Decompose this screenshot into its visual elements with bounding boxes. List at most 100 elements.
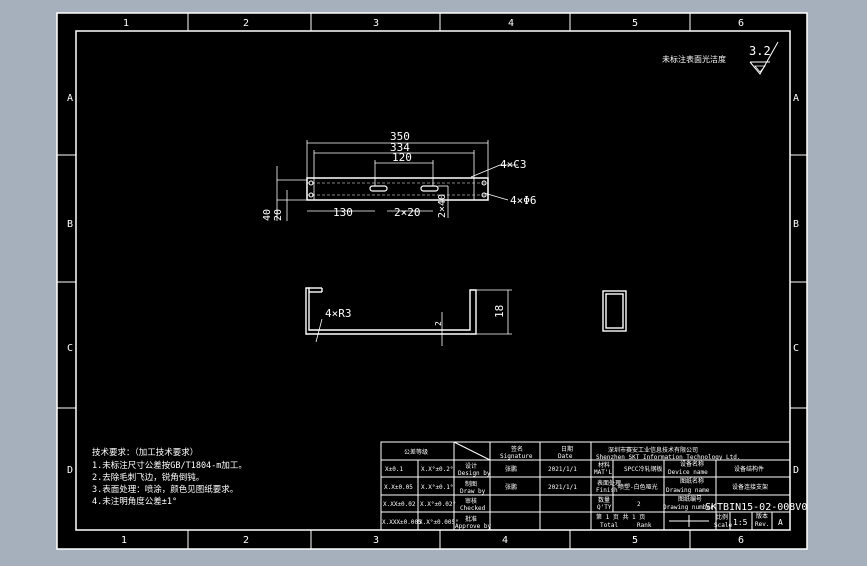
rev-value: A	[778, 518, 783, 527]
date-cn: 日期	[561, 445, 573, 453]
material-value: SPCC冷轧钢板	[624, 465, 662, 473]
front-view: 4×R3 18 2	[305, 287, 512, 346]
roughness-value: 3.2	[749, 44, 771, 58]
design-date: 2021/1/1	[548, 466, 577, 473]
rev-label: Rev.	[755, 521, 769, 528]
finish-value: 喷塑-白色哑光	[618, 483, 658, 491]
outer-border	[56, 12, 808, 550]
tech-note: 3.表面处理：喷涂，颜色见图纸要求。	[92, 484, 238, 495]
top-view: 350 334 120 130 2×20 4×C3 4×Φ6 40 20 2×4…	[262, 130, 537, 221]
rank-label: Rank	[637, 522, 652, 529]
tech-note: 2.去除毛刺飞边，锐角倒钝。	[92, 472, 204, 483]
qty-cn: 数量	[598, 496, 610, 504]
col-label-top: 4	[508, 18, 514, 29]
col-label-top: 5	[632, 18, 638, 29]
dim-120: 120	[392, 151, 412, 164]
tol-row-b: X.X°±0.02°	[420, 501, 456, 508]
dim-18: 18	[493, 305, 506, 318]
company-cn: 深圳市赛安工业信息技术有限公司	[608, 446, 698, 454]
row-label-left: A	[67, 93, 73, 104]
material-en: MAT'L	[594, 469, 612, 476]
dim-334: 334	[390, 141, 410, 154]
row-label-right: D	[793, 465, 799, 476]
technical-notes: 技术要求：（加工技术要求） 1.未标注尺寸公差按GB/T1804-m加工。 2.…	[92, 447, 247, 507]
role-cn: 审核	[465, 497, 477, 505]
col-label-top: 6	[738, 18, 744, 29]
device-cn: 设备名称	[680, 460, 704, 468]
tolerance-header: 公差等级	[404, 448, 428, 456]
tol-row-b: X.X°±0.1°	[421, 484, 454, 491]
tol-row-a: X.XX±0.02	[383, 501, 416, 508]
col-label-bottom: 5	[632, 535, 638, 546]
drawing-no-cn: 图纸编号	[678, 495, 702, 503]
draw-date: 2021/1/1	[548, 484, 577, 491]
tol-row-b: X.X°±0.2°	[421, 466, 454, 473]
drawing-value: 设备连接支架	[732, 483, 768, 491]
row-label-right: C	[793, 343, 799, 354]
tol-row-a: X±0.1	[385, 466, 403, 473]
total-label: Total	[600, 522, 618, 529]
tech-note: 4.未注明角度公差±1°	[92, 496, 177, 507]
dim-40: 40	[262, 209, 273, 221]
scale-cn: 比例	[716, 513, 728, 521]
signature-cn: 签名	[511, 445, 523, 453]
rev-cn: 版本	[756, 512, 768, 520]
date-label: Date	[558, 453, 573, 460]
role-cn: 批准	[465, 515, 477, 523]
role-label: Checked	[460, 505, 486, 512]
dim-bend-radius: 4×R3	[325, 307, 352, 320]
col-label-bottom: 4	[502, 535, 508, 546]
surface-note: 未标注表面光洁度	[662, 54, 726, 64]
company-en: Shenzhen SKT Information Technology Ltd.	[596, 454, 741, 461]
scale-value: 1:5	[733, 518, 748, 527]
designer-name: 张鹏	[505, 465, 517, 473]
page-info: 第 1 页 共 1 页	[596, 513, 645, 521]
side-view	[602, 290, 627, 332]
row-label-right: A	[793, 93, 799, 104]
tol-row-a: X.XXX±0.005	[382, 519, 422, 526]
tech-note: 1.未标注尺寸公差按GB/T1804-m加工。	[92, 460, 247, 471]
dim-thickness: 2	[434, 321, 443, 326]
dim-hole: 4×Φ6	[510, 194, 537, 207]
zone-ticks	[57, 13, 807, 549]
row-label-right: B	[793, 219, 799, 230]
dim-2x40: 2×40	[437, 194, 448, 218]
qty-en: Q'TY	[597, 504, 612, 511]
tol-row-a: X.X±0.05	[384, 484, 413, 491]
dim-2x20: 2×20	[394, 206, 421, 219]
role-cn: 设计	[465, 462, 477, 470]
drawer-name: 张鹏	[505, 483, 517, 491]
title-block: 公差等级 X±0.1 X.X°±0.2° X.X±0.05 X.X°±0.1° …	[380, 441, 807, 531]
device-en: Device name	[668, 469, 708, 476]
col-label-bottom: 3	[373, 535, 379, 546]
drawing-no-en: Drawing number	[663, 504, 714, 511]
row-label-left: D	[67, 465, 73, 476]
roughness-symbol: 3.2	[749, 41, 779, 75]
role-label: Design by	[458, 470, 491, 477]
col-label-bottom: 1	[121, 535, 127, 546]
drawing-cn: 图纸名称	[680, 477, 704, 485]
dim-130: 130	[333, 206, 353, 219]
col-label-bottom: 6	[738, 535, 744, 546]
dim-20: 20	[273, 209, 284, 221]
tech-note-title: 技术要求：（加工技术要求）	[92, 447, 198, 458]
col-label-top: 2	[243, 18, 249, 29]
signature-label: Signature	[500, 453, 533, 460]
finish-en: Finish	[596, 487, 618, 494]
role-label: Approve by	[455, 523, 492, 530]
role-label: Draw by	[460, 488, 486, 495]
role-cn: 制图	[465, 480, 477, 488]
col-label-top: 3	[373, 18, 379, 29]
col-label-top: 1	[123, 18, 129, 29]
material-cn: 材料	[598, 461, 610, 469]
finish-cn: 表面处理	[597, 479, 621, 487]
row-label-left: B	[67, 219, 73, 230]
col-label-bottom: 2	[243, 535, 249, 546]
drawing-number: SKTBIN15-02-008V0	[705, 502, 807, 513]
scale-label: Scale	[714, 522, 732, 529]
drawing-en: Drawing name	[666, 487, 710, 494]
zone-labels: 1 2 3 4 5 6 1 2 3 4 5 6 A B C D A B C D	[67, 18, 799, 546]
qty-value: 2	[637, 501, 641, 508]
